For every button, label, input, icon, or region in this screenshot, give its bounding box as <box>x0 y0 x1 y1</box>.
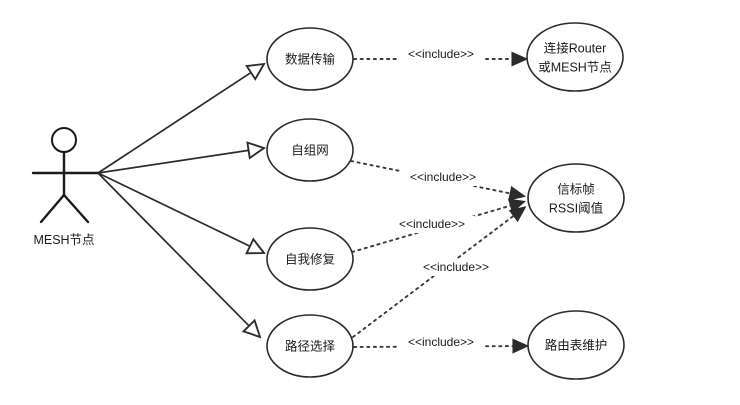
association-edges <box>97 64 264 337</box>
include-label-group-5: <<include>> <box>398 334 484 351</box>
association-actor-to-path-selection <box>97 172 260 337</box>
include-label-group-2: <<include>> <box>400 169 486 186</box>
use-case-label: 数据传输 <box>285 51 336 66</box>
use-case-beacon-frame-rssi-threshold[interactable]: 信标帧 RSSI阈值 <box>527 163 625 233</box>
include-label: <<include>> <box>399 217 465 231</box>
include-label: <<include>> <box>410 170 476 184</box>
use-case-connect-router-or-mesh-node[interactable]: 连接Router 或MESH节点 <box>526 22 624 92</box>
include-label-backdrop <box>400 169 486 186</box>
association-actor-to-data-transmission <box>97 64 264 174</box>
include-stereotype-labels: <<include>> <<include>> <<include>> <<in… <box>389 46 499 351</box>
include-label-backdrop <box>389 216 475 233</box>
use-case-ellipse[interactable] <box>266 314 354 378</box>
include-label-backdrop <box>413 259 499 276</box>
actor-mesh-node[interactable]: MESH节点 <box>31 127 100 247</box>
include-label: <<include>> <box>408 47 474 61</box>
include-label-group-3: <<include>> <box>389 216 475 233</box>
use-case-path-selection[interactable]: 路径选择 <box>266 314 354 378</box>
actor-right-leg-line <box>62 193 90 224</box>
use-case-ellipse[interactable] <box>527 163 625 233</box>
include-label: <<include>> <box>408 335 474 349</box>
association-actor-to-self-organizing-network <box>97 148 264 174</box>
use-case-self-organizing-network[interactable]: 自组网 <box>266 118 354 182</box>
use-case-label-line-2: RSSI阈值 <box>549 200 603 215</box>
use-case-routing-table-maintenance[interactable]: 路由表维护 <box>527 310 625 380</box>
include-edges <box>350 59 526 347</box>
use-case-label: 自我修复 <box>285 251 336 266</box>
use-case-label-line-1: 信标帧 <box>557 182 595 196</box>
use-case-ellipse[interactable] <box>266 27 354 91</box>
use-case-label: 路由表维护 <box>545 337 608 352</box>
use-case-ellipse[interactable] <box>266 118 354 182</box>
use-case-ellipse[interactable] <box>266 227 354 291</box>
use-case-data-transmission[interactable]: 数据传输 <box>266 27 354 91</box>
use-case-self-healing[interactable]: 自我修复 <box>266 227 354 291</box>
actor-head-icon <box>51 127 77 153</box>
actor-left-leg-line <box>39 193 66 224</box>
use-case-ellipse[interactable] <box>527 310 625 380</box>
include-label-backdrop <box>398 334 484 351</box>
use-case-ellipse[interactable] <box>526 22 624 92</box>
use-case-label: 路径选择 <box>285 338 336 353</box>
use-case-label-line-2: 或MESH节点 <box>538 60 612 74</box>
association-actor-to-self-healing <box>97 172 264 253</box>
include-label-backdrop <box>398 46 484 63</box>
include-label-group-4: <<include>> <box>413 259 499 276</box>
include-label: <<include>> <box>423 260 489 274</box>
use-case-label-line-1: 连接Router <box>544 40 607 55</box>
use-case-label: 自组网 <box>291 143 329 157</box>
actor-label: MESH节点 <box>33 233 94 247</box>
include-label-group-1: <<include>> <box>398 46 484 63</box>
